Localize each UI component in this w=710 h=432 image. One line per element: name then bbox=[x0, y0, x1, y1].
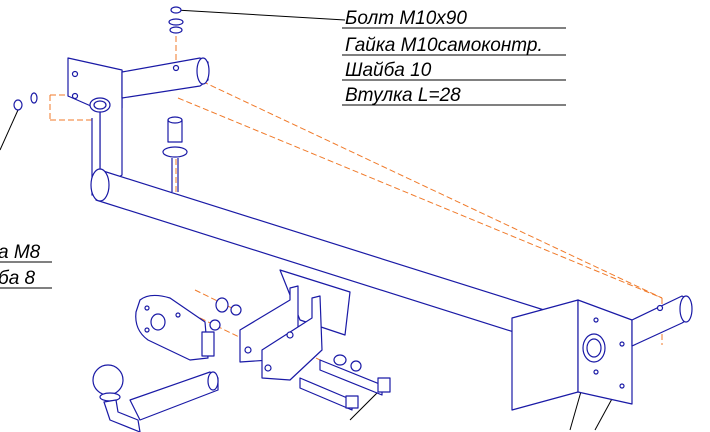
label-underlines bbox=[0, 27, 566, 289]
right-stub-tube bbox=[631, 295, 693, 347]
socket-plate bbox=[135, 294, 215, 361]
tow-ball bbox=[92, 364, 219, 432]
label-nut-m8: а М8 bbox=[0, 242, 41, 263]
middle-fasteners bbox=[209, 297, 242, 331]
bushing bbox=[162, 116, 188, 192]
label-bolt: Болт М10х90 bbox=[345, 8, 467, 29]
parts bbox=[13, 6, 693, 432]
left-bracket bbox=[67, 57, 123, 196]
mount-brackets bbox=[239, 285, 323, 381]
label-nut: Гайка М10самоконтр. bbox=[345, 35, 543, 56]
label-washer: Шайба 10 bbox=[345, 60, 432, 81]
left-nut-washer bbox=[13, 92, 38, 111]
bolts bbox=[299, 354, 391, 411]
top-bolt-stack bbox=[168, 6, 184, 34]
right-bracket bbox=[511, 299, 633, 411]
upper-cross-bar bbox=[121, 57, 210, 99]
label-washer-8: ба 8 bbox=[0, 268, 36, 289]
label-bushing: Втулка L=28 bbox=[345, 85, 461, 106]
